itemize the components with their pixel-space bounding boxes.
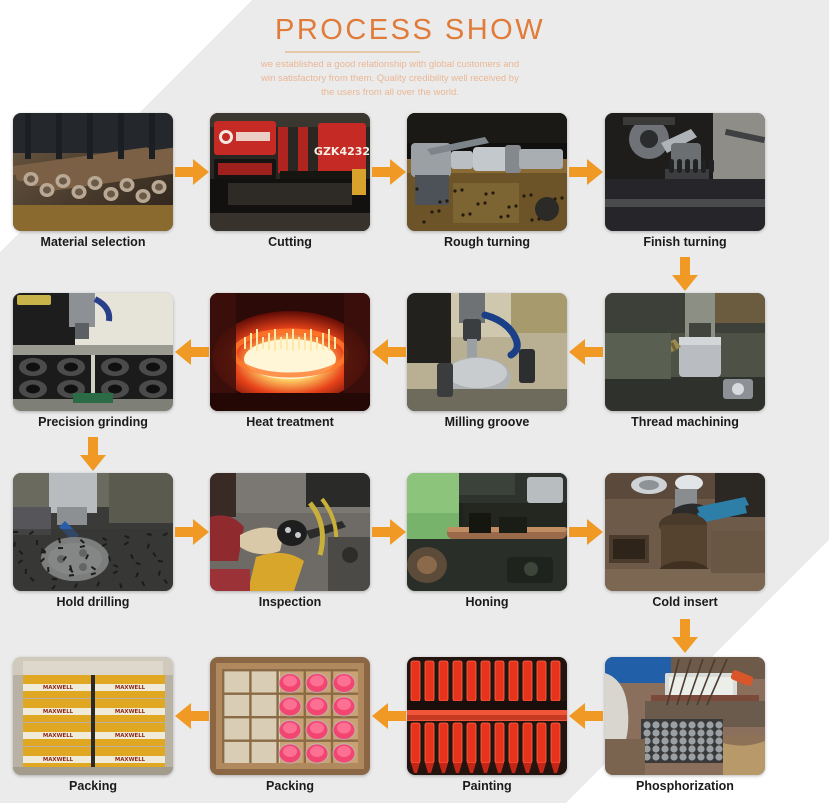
step-caption: Phosphorization (636, 779, 734, 793)
step-photo-green-honing-machine (407, 473, 567, 591)
flow-arrow-left (371, 703, 406, 729)
flow-arrow-right (174, 159, 209, 185)
process-step: Finish turning (605, 113, 765, 255)
step-caption: Cold insert (652, 595, 718, 609)
step-caption: Thread machining (631, 415, 739, 429)
header-subtitle: we established a good relationship with … (240, 58, 540, 100)
process-step: Precision grinding (13, 293, 173, 435)
header-banner: PROCESS SHOW we established a good relat… (0, 0, 829, 110)
flow-arrow-right (371, 519, 406, 545)
subtitle-line-1: we established a good relationship with … (260, 59, 520, 70)
flow-arrow-right (174, 519, 209, 545)
step-photo-phosphorization-tank-basket (605, 657, 765, 775)
step-caption: Cutting (268, 235, 312, 249)
flow-arrow-right (569, 519, 603, 545)
svg-text:MAXWELL: MAXWELL (43, 709, 74, 715)
flow-arrow-down (80, 437, 106, 471)
step-caption: Material selection (40, 235, 146, 249)
process-step: Packing (210, 657, 370, 799)
process-step: Inspection (210, 473, 370, 615)
step-caption: Inspection (258, 595, 322, 609)
flow-arrow-left (569, 339, 603, 365)
step-photo-lathe-rough-turning-chips (407, 113, 567, 231)
svg-text:MAXWELL: MAXWELL (43, 757, 74, 763)
process-step: Phosphorization (605, 657, 765, 799)
step-caption: Hold drilling (56, 595, 130, 609)
flow-arrow-right (569, 159, 603, 185)
process-step: Thread machining (605, 293, 765, 435)
title-underline (285, 51, 420, 53)
svg-text:MAXWELL: MAXWELL (115, 685, 146, 691)
step-photo-milling-groove-coolant-hose (407, 293, 567, 411)
subtitle-line-2: win satisfactory from them. Quality cred… (261, 73, 519, 84)
svg-text:MAXWELL: MAXWELL (43, 733, 74, 739)
flow-arrow-left (174, 339, 209, 365)
process-step: MAXWELL MAXWELL MAXWELL MAXWELL MAXWELL (13, 657, 173, 799)
step-photo-thread-machining-spindle (605, 293, 765, 411)
flow-arrow-left (371, 339, 406, 365)
svg-text:MAXWELL: MAXWELL (115, 709, 146, 715)
flow-arrow-down (672, 257, 698, 291)
process-step: Hold drilling (13, 473, 173, 615)
step-photo-cnc-finish-turning-dark (605, 113, 765, 231)
svg-text:MAXWELL: MAXWELL (115, 733, 146, 739)
step-caption: Rough turning (443, 235, 531, 249)
step-caption: Finish turning (643, 235, 727, 249)
svg-text:MAXWELL: MAXWELL (115, 757, 146, 763)
process-step: Material selection (13, 113, 173, 255)
step-photo-drilling-round-part-chips (13, 473, 173, 591)
step-caption: Packing (266, 779, 314, 793)
process-step: Milling groove (407, 293, 567, 435)
step-caption: Milling groove (444, 415, 530, 429)
step-photo-cold-insert-pliers-bench (605, 473, 765, 591)
page-title: PROCESS SHOW (275, 14, 546, 46)
process-step: Painting (407, 657, 567, 799)
step-photo-stacked-maxwell-cartons-pallet: MAXWELL MAXWELL MAXWELL MAXWELL MAXWELL (13, 657, 173, 775)
flow-arrow-left (569, 703, 603, 729)
step-photo-worker-inspecting-part (210, 473, 370, 591)
process-step: GZK4232 Cutting (210, 113, 370, 255)
step-photo-grinding-machine-fixtures (13, 293, 173, 411)
process-step: Rough turning (407, 113, 567, 255)
step-caption: Heat treatment (246, 415, 334, 429)
step-photo-pink-wrapped-parts-in-carton (210, 657, 370, 775)
step-caption: Packing (69, 779, 117, 793)
subtitle-line-3: the users from all over the world. (321, 87, 459, 98)
svg-text:MAXWELL: MAXWELL (43, 685, 74, 691)
flow-arrow-left (174, 703, 209, 729)
step-photo-glowing-induction-furnace (210, 293, 370, 411)
step-photo-red-painted-jack-parts (407, 657, 567, 775)
flow-arrow-down (672, 619, 698, 653)
step-caption: Painting (462, 779, 512, 793)
step-caption: Honing (465, 595, 509, 609)
step-caption: Precision grinding (38, 415, 148, 429)
step-photo-steel-bar-stock-rack (13, 113, 173, 231)
svg-text:GZK4232: GZK4232 (314, 145, 370, 158)
process-step: Heat treatment (210, 293, 370, 435)
flow-arrow-right (371, 159, 406, 185)
step-photo-red-band-saw-machine-gzk4232: GZK4232 (210, 113, 370, 231)
process-step: Cold insert (605, 473, 765, 615)
process-step: Honing (407, 473, 567, 615)
